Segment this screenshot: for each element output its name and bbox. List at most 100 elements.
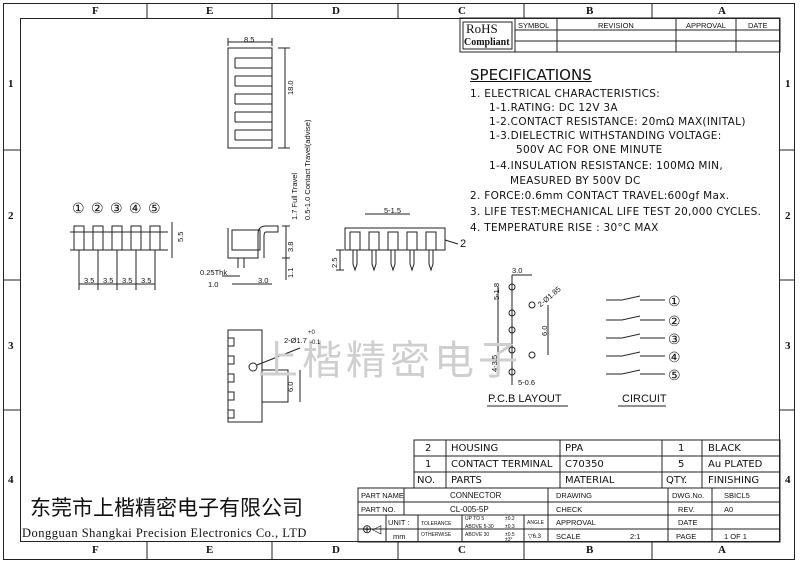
spec-title: SPECIFICATIONS bbox=[470, 66, 592, 84]
unit-label: UNIT : bbox=[388, 518, 410, 527]
rev-label: REV. bbox=[678, 505, 695, 514]
pcb-holes bbox=[508, 283, 536, 376]
dim-width: 8.5 bbox=[244, 35, 255, 44]
compliant-label: Compliant bbox=[464, 37, 510, 48]
tol-range-1: UP TO 5 bbox=[465, 516, 485, 522]
bom-part: CONTACT TERMINAL bbox=[451, 459, 553, 470]
dim-1-1: 1.1 bbox=[286, 267, 295, 278]
zone-bottom-e: E bbox=[206, 544, 214, 556]
scale-value: 2:1 bbox=[630, 532, 641, 541]
dwg-no-label: DWG.No. bbox=[672, 491, 705, 500]
part-name-label: PART NAME bbox=[361, 491, 404, 500]
watermark: 上楷精密电子 bbox=[258, 338, 522, 384]
pcb-dim-5-1-8: 5-1.8 bbox=[492, 282, 501, 300]
zone-right-3: 3 bbox=[785, 340, 791, 352]
dim-pitch: 3.5 bbox=[103, 276, 114, 285]
spec-line: 500V AC FOR ONE MINUTE bbox=[516, 144, 663, 156]
zone-bottom-d: D bbox=[332, 544, 340, 556]
tol-value-1: ±0.2 bbox=[505, 516, 515, 522]
tol-range-2: ABOVE 5-30 bbox=[465, 524, 494, 530]
dim-full-travel: 1.7 Full Travel bbox=[290, 172, 299, 220]
dim-3-0: 3.0 bbox=[258, 276, 269, 285]
bom-qty: 5 bbox=[678, 459, 685, 470]
dim-tol-plus: +0 bbox=[308, 330, 315, 336]
zone-right-4: 4 bbox=[785, 474, 791, 486]
bom-material: PPA bbox=[565, 443, 584, 454]
dim-pitch: 3.5 bbox=[122, 276, 133, 285]
drawing-border bbox=[3, 3, 795, 560]
callout-2: 2 bbox=[460, 238, 467, 250]
dim-height: 18.0 bbox=[286, 80, 295, 95]
zone-left-3: 3 bbox=[8, 340, 14, 352]
projection-icon: ⊕◁ bbox=[362, 522, 382, 536]
pin-number: ③ bbox=[110, 200, 123, 216]
bom-header-part: PARTS bbox=[451, 475, 482, 486]
zone-bottom-f: F bbox=[92, 544, 99, 556]
dim-1-0: 1.0 bbox=[208, 280, 219, 289]
dim-tol-minus: -0.1 bbox=[310, 340, 321, 346]
bom-header-finish: FINISHING bbox=[708, 475, 760, 486]
spec-line: 3. LIFE TEST:MECHANICAL LIFE TEST 20,000… bbox=[470, 206, 762, 218]
spec-line: MEASURED BY 500V DC bbox=[510, 175, 641, 187]
dim-5-5: 5.5 bbox=[176, 231, 185, 242]
check-label: CHECK bbox=[556, 505, 583, 514]
part-name: CONNECTOR bbox=[450, 491, 502, 500]
spec-line: 2. FORCE:0.6mm CONTACT TRAVEL:600gf Max. bbox=[470, 190, 730, 202]
scale-label: SCALE bbox=[556, 532, 581, 541]
tolerance-label: TOLERANCE bbox=[421, 521, 452, 527]
dwg-no: SBICL5 bbox=[724, 491, 750, 500]
zone-top-d: D bbox=[332, 5, 340, 17]
bom-material: C70350 bbox=[565, 459, 604, 470]
tol-value-2: ±0.3 bbox=[505, 524, 515, 530]
company-name-cn: 东莞市上楷精密电子有限公司 bbox=[30, 496, 303, 520]
bom-header-qty: QTY. bbox=[666, 475, 688, 486]
pin-number: ② bbox=[91, 200, 104, 216]
zone-left-2: 2 bbox=[8, 210, 14, 222]
circuit-label: CIRCUIT bbox=[622, 393, 667, 405]
surface-finish: ▽6.3 bbox=[528, 534, 541, 540]
drawing-label: DRAWING bbox=[556, 491, 592, 500]
left-pins bbox=[73, 225, 161, 268]
angle-label: ANGLE bbox=[527, 520, 544, 526]
bom-no: 1 bbox=[425, 459, 432, 470]
dim-side-6-0: 6.0 bbox=[286, 381, 295, 392]
dim-pin-hole: 2-Ø1.7 bbox=[284, 336, 307, 345]
zone-left-4: 4 bbox=[8, 474, 14, 486]
unit-value: mm bbox=[393, 532, 406, 541]
dim-5-1-5: 5-1.5 bbox=[384, 206, 402, 215]
pcb-dim-6-0: 6.0 bbox=[540, 325, 549, 336]
bom-qty: 1 bbox=[678, 443, 685, 454]
page-value: 1 OF 1 bbox=[724, 532, 747, 541]
tol-range-3: ABOVE 30 bbox=[465, 532, 490, 538]
approval-label: APPROVAL bbox=[556, 518, 596, 527]
zone-right-2: 2 bbox=[785, 210, 791, 222]
pin-number: ④ bbox=[129, 200, 142, 216]
pcb-dim-4-3-5: 4-3.5 bbox=[490, 354, 499, 372]
zone-bottom-a: A bbox=[718, 544, 726, 556]
date-header: DATE bbox=[748, 21, 768, 30]
dim-thickness: 0.25Thk bbox=[200, 268, 228, 277]
tol-value-3: ±0.5 bbox=[505, 532, 515, 538]
zone-top-b: B bbox=[586, 5, 594, 17]
pin-number: ① bbox=[72, 200, 85, 216]
pcb-dim-3-0: 3.0 bbox=[512, 266, 523, 275]
bom-part: HOUSING bbox=[451, 443, 499, 454]
zone-bottom-b: B bbox=[586, 544, 594, 556]
zone-top-f: F bbox=[92, 5, 99, 17]
spec-line: 1. ELECTRICAL CHARACTERISTICS: bbox=[470, 88, 661, 100]
dim-2-5: 2.5 bbox=[330, 257, 339, 268]
bom-header-no: NO. bbox=[417, 475, 436, 486]
part-no: CL-005-5P bbox=[450, 505, 489, 514]
pin-number: ⑤ bbox=[148, 200, 161, 216]
circuit-pin-number: ① bbox=[668, 293, 681, 309]
circuit-pin-number: ② bbox=[668, 313, 681, 329]
zone-bottom-c: C bbox=[458, 544, 466, 556]
company-name-en: Dongguan Shangkai Precision Electronics … bbox=[22, 526, 307, 540]
otherwise-label: OTHERWISE bbox=[421, 532, 452, 538]
zone-top-e: E bbox=[206, 5, 214, 17]
zone-right-1: 1 bbox=[785, 78, 791, 90]
angle-value: ±3° bbox=[505, 537, 513, 543]
spec-line: 1-1.RATING: DC 12V 3A bbox=[489, 102, 618, 114]
spec-line: 1-4.INSULATION RESISTANCE: 100MΩ MIN, bbox=[489, 160, 723, 172]
